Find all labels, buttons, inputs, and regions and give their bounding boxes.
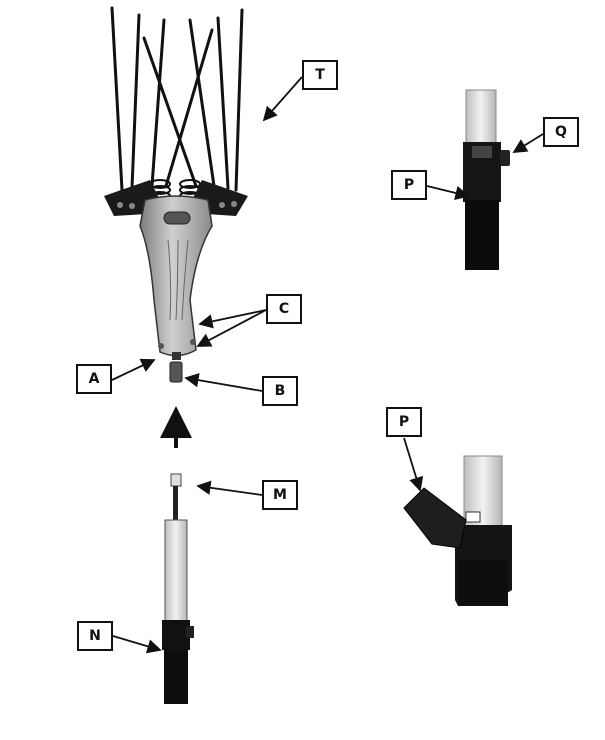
callout-Q: Q [543, 117, 579, 147]
callout-B: B [262, 376, 298, 406]
picker-tines [110, 6, 244, 192]
callout-C: C [266, 294, 302, 324]
picker-connector [169, 352, 183, 383]
callout-A: A [76, 364, 112, 394]
callout-N: N [77, 621, 113, 651]
callout-T: T [302, 60, 338, 90]
telescopic-pole [162, 473, 194, 704]
lock-detail-top [463, 89, 510, 270]
callout-P-bottom: P [386, 407, 422, 437]
callout-M: M [262, 480, 298, 510]
leader-arrows [111, 76, 544, 654]
lever-detail-bottom [403, 455, 512, 606]
picker-body [139, 195, 213, 357]
callout-P-top: P [391, 170, 427, 200]
